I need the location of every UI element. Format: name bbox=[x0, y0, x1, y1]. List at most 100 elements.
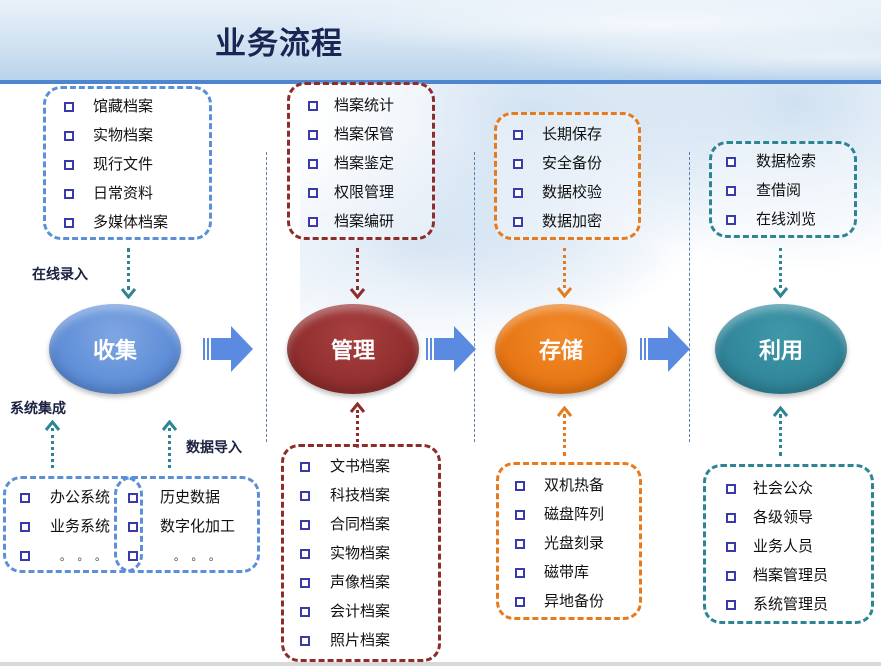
item-label: 数字化加工 bbox=[160, 517, 236, 535]
item-label: 社会公众 bbox=[753, 479, 814, 497]
item-label: 安全备份 bbox=[542, 154, 603, 172]
item-label: 档案编研 bbox=[334, 212, 395, 230]
dotted-connector bbox=[127, 248, 130, 290]
arrow-down-icon bbox=[556, 287, 573, 298]
bullet-icon bbox=[308, 101, 318, 111]
arrow-up-icon bbox=[44, 420, 61, 431]
list-item: 数据检索 bbox=[712, 147, 854, 176]
list-item: 合同档案 bbox=[284, 510, 438, 539]
list-item: 办公系统 bbox=[6, 483, 140, 512]
bullet-icon bbox=[128, 551, 138, 561]
dotted-connector bbox=[51, 428, 54, 468]
item-label: 。。。 bbox=[60, 550, 118, 563]
item-label: 业务系统 bbox=[50, 517, 111, 535]
online-input-label: 在线录入 bbox=[32, 267, 88, 283]
dotted-connector bbox=[356, 248, 359, 290]
bullet-icon bbox=[300, 578, 310, 588]
stage-label: 管理 bbox=[330, 338, 375, 364]
stage-store[interactable]: 存储 bbox=[495, 304, 627, 394]
bullet-icon bbox=[300, 549, 310, 559]
stage-use[interactable]: 利用 bbox=[715, 304, 847, 394]
flow-arrow-icon bbox=[426, 326, 476, 372]
item-label: 系统管理员 bbox=[753, 595, 829, 613]
stage-collect[interactable]: 收集 bbox=[49, 304, 181, 394]
bullet-icon bbox=[515, 481, 525, 491]
manage-functions-box: 档案统计 档案保管 档案鉴定 权限管理 档案编研 bbox=[287, 82, 435, 240]
flow-arrow-icon bbox=[640, 326, 690, 372]
bottom-bar bbox=[0, 662, 881, 666]
item-label: 实物档案 bbox=[330, 544, 391, 562]
bullet-icon bbox=[513, 217, 523, 227]
arrow-up-icon bbox=[161, 420, 178, 431]
list-item: 历史数据 bbox=[117, 483, 257, 512]
bullet-icon bbox=[64, 131, 74, 141]
item-label: 。。。 bbox=[174, 550, 232, 563]
bullet-icon bbox=[300, 636, 310, 646]
item-label: 会计档案 bbox=[330, 602, 391, 620]
list-item: 安全备份 bbox=[497, 149, 638, 178]
list-item: 长期保存 bbox=[497, 120, 638, 149]
list-item: 异地备份 bbox=[499, 587, 639, 616]
list-item: 日常资料 bbox=[46, 179, 209, 208]
flow-arrow-icon bbox=[203, 326, 253, 372]
item-label: 科技档案 bbox=[330, 486, 391, 504]
bullet-icon bbox=[300, 491, 310, 501]
bullet-icon bbox=[128, 493, 138, 503]
stage-label: 利用 bbox=[758, 338, 803, 364]
item-label: 档案保管 bbox=[334, 125, 395, 143]
list-item: 。。。 bbox=[117, 541, 257, 570]
bullet-icon bbox=[64, 102, 74, 112]
item-label: 办公系统 bbox=[50, 488, 111, 506]
list-item: 数据校验 bbox=[497, 178, 638, 207]
list-item: 双机热备 bbox=[499, 471, 639, 500]
header-banner bbox=[0, 0, 881, 80]
arrow-up-icon bbox=[772, 406, 789, 417]
collect-sources-box: 馆藏档案 实物档案 现行文件 日常资料 多媒体档案 bbox=[43, 86, 212, 240]
bullet-icon bbox=[308, 130, 318, 140]
item-label: 合同档案 bbox=[330, 515, 391, 533]
list-item: 多媒体档案 bbox=[46, 208, 209, 237]
bullet-icon bbox=[300, 607, 310, 617]
item-label: 异地备份 bbox=[544, 592, 605, 610]
column-divider bbox=[689, 152, 690, 442]
access-methods-box: 数据检索 查借阅 在线浏览 bbox=[709, 141, 857, 238]
storage-media-box: 双机热备 磁盘阵列 光盘刻录 磁带库 异地备份 bbox=[496, 462, 642, 620]
bullet-icon bbox=[726, 215, 736, 225]
user-roles-box: 社会公众 各级领导 业务人员 档案管理员 系统管理员 bbox=[703, 464, 874, 624]
list-item: 业务系统 bbox=[6, 512, 140, 541]
item-label: 磁盘阵列 bbox=[544, 505, 605, 523]
dotted-connector bbox=[779, 248, 782, 288]
list-item: 数据加密 bbox=[497, 207, 638, 236]
list-item: 会计档案 bbox=[284, 597, 438, 626]
data-import-label: 数据导入 bbox=[186, 440, 242, 456]
bullet-icon bbox=[308, 188, 318, 198]
bullet-icon bbox=[515, 597, 525, 607]
dotted-connector bbox=[168, 428, 171, 468]
systems-box: 办公系统 业务系统 。。。 bbox=[3, 476, 143, 573]
list-item: 现行文件 bbox=[46, 150, 209, 179]
list-item: 磁盘阵列 bbox=[499, 500, 639, 529]
bullet-icon bbox=[513, 188, 523, 198]
bullet-icon bbox=[726, 571, 736, 581]
item-label: 各级领导 bbox=[753, 508, 814, 526]
item-label: 馆藏档案 bbox=[93, 97, 154, 115]
arrow-down-icon bbox=[349, 288, 366, 299]
list-item: 档案统计 bbox=[290, 91, 432, 120]
bullet-icon bbox=[515, 568, 525, 578]
bullet-icon bbox=[300, 520, 310, 530]
system-integration-label: 系统集成 bbox=[10, 401, 66, 417]
stage-manage[interactable]: 管理 bbox=[287, 304, 419, 394]
page-title: 业务流程 bbox=[215, 26, 343, 62]
bullet-icon bbox=[726, 542, 736, 552]
item-label: 光盘刻录 bbox=[544, 534, 605, 552]
list-item: 社会公众 bbox=[706, 474, 871, 503]
list-item: 权限管理 bbox=[290, 178, 432, 207]
list-item: 档案编研 bbox=[290, 207, 432, 236]
item-label: 照片档案 bbox=[330, 631, 391, 649]
bullet-icon bbox=[513, 130, 523, 140]
bullet-icon bbox=[64, 218, 74, 228]
bullet-icon bbox=[726, 186, 736, 196]
bullet-icon bbox=[726, 157, 736, 167]
list-item: 声像档案 bbox=[284, 568, 438, 597]
item-label: 多媒体档案 bbox=[93, 213, 169, 231]
